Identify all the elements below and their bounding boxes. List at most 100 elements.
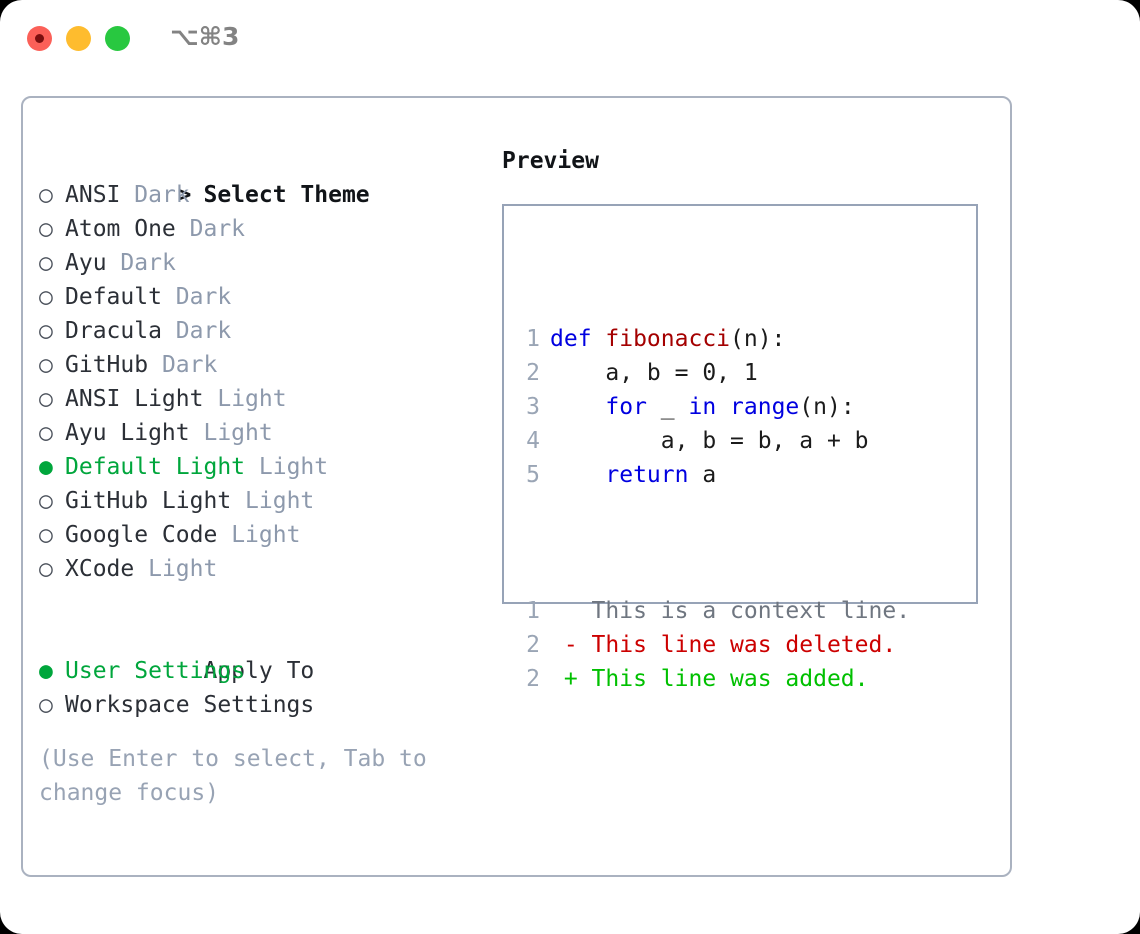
code-token: def (550, 326, 606, 352)
theme-name: ANSI Light (65, 386, 204, 412)
select-theme-heading: >Select Theme (39, 144, 479, 208)
theme-name-tag-gap (120, 182, 134, 208)
code-token: a (688, 462, 717, 488)
radio-selected-icon: ● (39, 658, 53, 684)
apply-to-heading-label: Apply To (203, 658, 315, 684)
apply-to-label: Workspace Settings (65, 692, 315, 718)
apply-to-item[interactable]: ● User Settings (39, 654, 479, 688)
diff-text: This line was added. (577, 666, 869, 692)
theme-mode-tag: Dark (189, 216, 246, 242)
theme-name-tag-gap (176, 216, 190, 242)
code-token: range (730, 394, 800, 420)
theme-name: Default Light (65, 454, 246, 480)
diff-line-number: 2 (526, 632, 540, 658)
line-number: 5 (526, 462, 540, 488)
theme-name-tag-gap (203, 386, 217, 412)
theme-list-item[interactable]: ○ GitHub Light Light (39, 484, 479, 518)
theme-mode-tag: Light (203, 420, 273, 446)
diff-line: 2 - This line was deleted. (516, 628, 910, 662)
apply-to-item[interactable]: ○ Workspace Settings (39, 688, 479, 722)
diff-sign (550, 598, 578, 624)
theme-mode-tag: Light (245, 488, 315, 514)
line-number: 3 (526, 394, 540, 420)
close-button[interactable] (27, 26, 52, 51)
code-token (550, 394, 605, 420)
preview-column: Preview 1 def fibonacci(n): 2 a, b = 0, 1 3… (502, 144, 997, 692)
theme-name: Dracula (65, 318, 162, 344)
help-text: (Use Enter to select, Tab to change focu… (39, 746, 441, 806)
theme-name-tag-gap (107, 250, 121, 276)
theme-name-tag-gap (217, 522, 231, 548)
radio-unselected-icon: ○ (39, 284, 53, 310)
code-line: 3 for _ in range(n): (516, 390, 910, 424)
theme-list: ○ANSI Dark○Atom One Dark○Ayu Dark○Defaul… (39, 178, 479, 586)
radio-unselected-icon: ○ (39, 250, 53, 276)
radio-unselected-icon: ○ (39, 692, 53, 718)
radio-unselected-icon: ○ (39, 420, 53, 446)
radio-unselected-icon: ○ (39, 352, 53, 378)
theme-name: Ayu Light (65, 420, 190, 446)
theme-list-item[interactable]: ○ANSI Dark (39, 178, 479, 212)
line-number: 1 (526, 326, 540, 352)
radio-unselected-icon: ○ (39, 522, 53, 548)
theme-list-item[interactable]: ○Ayu Dark (39, 246, 479, 280)
theme-picker-panel: >Select Theme ○ANSI Dark○Atom One Dark○A… (21, 96, 1012, 877)
theme-list-item[interactable]: ○GitHub Dark (39, 348, 479, 382)
theme-list-item[interactable]: ○ Ayu Light Light (39, 416, 479, 450)
radio-unselected-icon: ○ (39, 386, 53, 412)
theme-list-item[interactable]: ○Dracula Dark (39, 314, 479, 348)
theme-name: ANSI (65, 182, 121, 208)
title-bar: ⌥⌘3 (0, 0, 1140, 78)
diff-line: 2 + This line was added. (516, 662, 910, 696)
minimize-button[interactable] (66, 26, 91, 51)
code-token: a, b = 0, 1 (550, 360, 758, 386)
theme-list-item[interactable]: ○ANSI Light Light (39, 382, 479, 416)
preview-code: 1 def fibonacci(n): 2 a, b = 0, 1 3 for _ i… (516, 254, 910, 764)
theme-name-tag-gap (245, 454, 259, 480)
theme-mode-tag: Dark (175, 318, 232, 344)
code-line: 1 def fibonacci(n): (516, 322, 910, 356)
diff-text: This is a context line. (577, 598, 911, 624)
line-number: 4 (526, 428, 540, 454)
preview-box: 1 def fibonacci(n): 2 a, b = 0, 1 3 for _ i… (502, 204, 978, 692)
theme-list-item[interactable]: ○Default Dark (39, 280, 479, 314)
theme-mode-tag: Light (148, 556, 218, 582)
window-shortcut-label: ⌥⌘3 (170, 22, 240, 51)
code-sample: 1 def fibonacci(n): 2 a, b = 0, 1 3 for _ i… (516, 322, 910, 492)
theme-name: Default (65, 284, 162, 310)
code-token (716, 394, 730, 420)
radio-unselected-icon: ○ (39, 216, 53, 242)
code-token: _ (646, 394, 689, 420)
apply-to-list: ● User Settings ○ Workspace Settings (39, 654, 479, 722)
diff-sample: 1 This is a context line.2 - This line w… (516, 594, 910, 696)
preview-heading: Preview (502, 148, 599, 174)
maximize-button[interactable] (105, 26, 130, 51)
theme-list-item[interactable]: ○Atom One Dark (39, 212, 479, 246)
theme-list-item[interactable]: ●Default Light Light (39, 450, 479, 484)
theme-name: GitHub Light (65, 488, 232, 514)
radio-unselected-icon: ○ (39, 182, 53, 208)
radio-selected-icon: ● (39, 454, 53, 480)
diff-text: This line was deleted. (577, 632, 897, 658)
prompt-caret-icon: > (177, 182, 192, 208)
diff-line-number: 2 (526, 666, 540, 692)
theme-list-item[interactable]: ○Google Code Light (39, 518, 479, 552)
list-spacer (39, 586, 479, 620)
theme-mode-tag: Dark (161, 352, 218, 378)
apply-to-label: User Settings (65, 658, 246, 684)
theme-name-tag-gap (134, 556, 148, 582)
theme-name: XCode (65, 556, 135, 582)
code-token: (n): (730, 326, 786, 352)
code-token: fibonacci (605, 326, 731, 352)
apply-to-heading: Apply To (39, 620, 479, 684)
radio-unselected-icon: ○ (39, 488, 53, 514)
theme-name-tag-gap (148, 352, 162, 378)
theme-name-tag-gap (231, 488, 245, 514)
code-token: for (605, 394, 647, 420)
line-number: 2 (526, 360, 540, 386)
theme-name-tag-gap (190, 420, 204, 446)
code-token: a, b = b, a + b (550, 428, 869, 454)
code-line: 5 return a (516, 458, 910, 492)
theme-list-item[interactable]: ○XCode Light (39, 552, 479, 586)
diff-line: 1 This is a context line. (516, 594, 910, 628)
